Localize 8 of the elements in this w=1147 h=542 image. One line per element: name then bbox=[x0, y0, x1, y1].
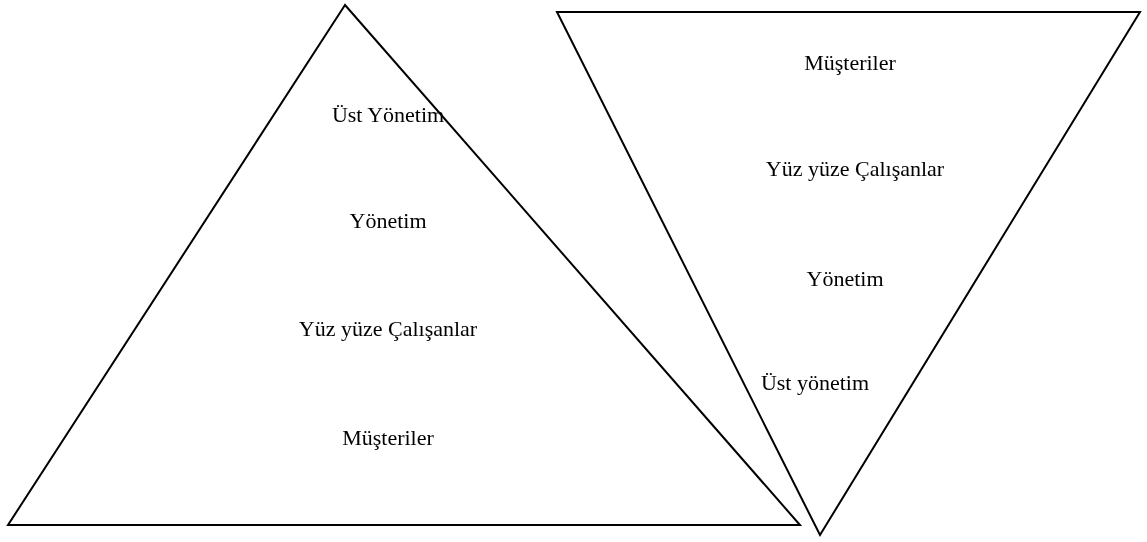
tier-label: Müşteriler bbox=[804, 50, 896, 76]
tier-label: Üst yönetim bbox=[760, 370, 870, 396]
tier-label: Yönetim bbox=[349, 208, 427, 234]
tier-label: Yüz yüze Çalışanlar bbox=[298, 316, 478, 342]
tier-label: Üst Yönetim bbox=[331, 102, 445, 128]
tier-label: Yüz yüze Çalışanlar bbox=[765, 156, 945, 182]
tier-label: Yönetim bbox=[806, 266, 884, 292]
tier-label: Müşteriler bbox=[342, 425, 434, 451]
